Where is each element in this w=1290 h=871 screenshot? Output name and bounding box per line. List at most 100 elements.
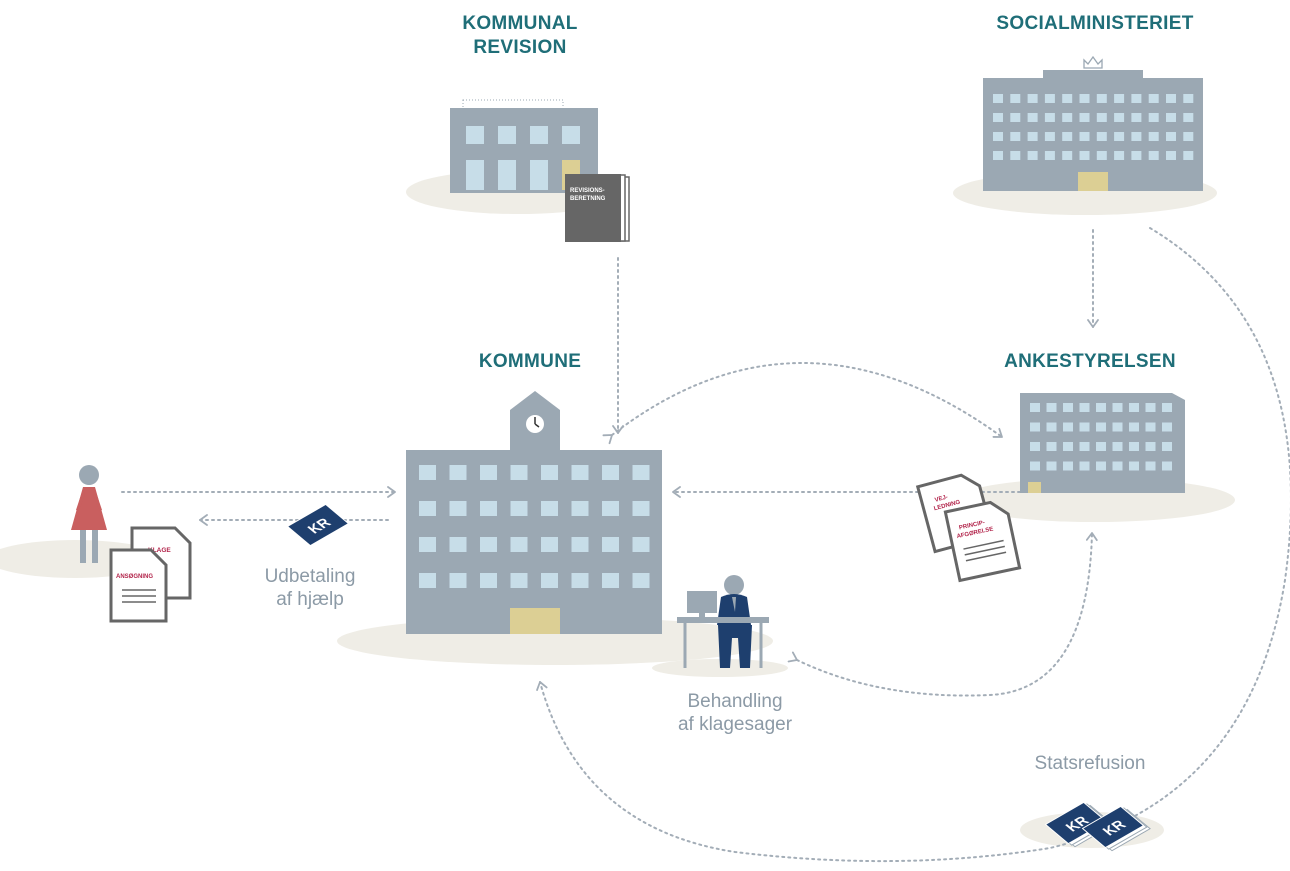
window	[1044, 151, 1055, 160]
building-socialministeriet	[983, 55, 1203, 191]
window	[1079, 442, 1090, 451]
clock-icon	[526, 415, 544, 433]
window	[602, 501, 619, 516]
window	[419, 573, 436, 588]
window	[1062, 113, 1073, 122]
caption-behandling-line1: Behandling	[687, 691, 783, 712]
window	[480, 501, 497, 516]
window	[1112, 461, 1123, 471]
ansogning-document: ANSØGNING	[109, 548, 168, 623]
window	[1010, 94, 1021, 103]
window	[1096, 132, 1107, 141]
window	[1162, 442, 1172, 451]
principafgorelse-document: PRINCIP- AFGØRELSE	[943, 500, 1022, 583]
window	[510, 573, 528, 588]
flow-arrows	[121, 227, 1290, 863]
clerk-figure	[677, 575, 769, 668]
window	[1129, 403, 1139, 412]
window	[1129, 422, 1139, 432]
building-kommune	[406, 391, 662, 634]
window	[1114, 94, 1125, 103]
window	[449, 501, 467, 516]
window	[1166, 94, 1176, 103]
window	[1183, 151, 1194, 160]
window	[632, 573, 650, 588]
window	[602, 465, 619, 480]
window	[1030, 461, 1040, 471]
arrow-kommune-ankestyrelsen	[602, 362, 1003, 445]
window	[1096, 442, 1106, 451]
window	[1096, 403, 1106, 412]
window	[1079, 422, 1090, 432]
window	[541, 501, 558, 516]
window	[1027, 132, 1038, 141]
window	[1148, 151, 1159, 160]
window	[1183, 113, 1194, 122]
principafgorelse-label-1: PRINCIP-	[958, 520, 985, 531]
caption-behandling: Behandling af klagesager	[640, 690, 830, 736]
caption-udbetaling: Udbetaling af hjælp	[230, 565, 390, 611]
window	[1148, 132, 1159, 141]
window	[1044, 113, 1055, 122]
window	[1079, 151, 1090, 160]
window	[1112, 422, 1123, 432]
citizen-woman-figure	[71, 465, 107, 563]
caption-behandling-line2: af klagesager	[677, 714, 793, 735]
revisionsberetning-label-2: BERETNING	[570, 196, 606, 202]
window	[1079, 132, 1090, 141]
caption-udbetaling-line1: Udbetaling	[264, 566, 356, 587]
window	[1166, 113, 1176, 122]
window	[1112, 442, 1123, 451]
window	[510, 501, 528, 516]
window	[1096, 113, 1107, 122]
window	[541, 465, 558, 480]
window	[1114, 113, 1125, 122]
window	[1044, 94, 1055, 103]
window	[571, 465, 589, 480]
window	[993, 94, 1003, 103]
window	[1063, 403, 1073, 412]
window	[1046, 422, 1057, 432]
window	[1131, 94, 1142, 103]
window	[1148, 94, 1159, 103]
klage-label: KLAGE	[148, 547, 171, 554]
window	[632, 501, 650, 516]
window	[1030, 442, 1040, 451]
window	[419, 465, 436, 480]
window	[1046, 442, 1057, 451]
revisionsberetning-document: REVISIONS- BERETNING	[565, 174, 630, 242]
window	[480, 465, 497, 480]
heading-kommunal-revision: KOMMUNAL REVISION	[410, 12, 630, 60]
building-ankestyrelsen	[1020, 393, 1185, 493]
window	[1044, 132, 1055, 141]
window	[419, 537, 436, 552]
window	[1162, 461, 1172, 471]
caption-udbetaling-line2: af hjælp	[276, 589, 344, 610]
window	[993, 132, 1003, 141]
window	[632, 465, 650, 480]
window	[1079, 113, 1090, 122]
money-stack-statsrefusion: KR KR	[1044, 801, 1151, 852]
window	[1112, 403, 1123, 412]
window	[1062, 132, 1073, 141]
window	[993, 151, 1003, 160]
window	[1183, 94, 1194, 103]
window	[1129, 442, 1139, 451]
window	[1131, 151, 1142, 160]
window	[541, 537, 558, 552]
window	[1114, 151, 1125, 160]
window	[1063, 461, 1073, 471]
arrow-clerk-ankestyrelsen	[787, 532, 1098, 697]
window	[1062, 94, 1073, 103]
window	[1145, 403, 1156, 412]
heading-socialministeriet: SOCIALMINISTERIET	[996, 13, 1194, 34]
window	[1046, 403, 1057, 412]
money-icon-udbetaling: KR	[286, 503, 350, 547]
window	[1062, 151, 1073, 160]
window	[1079, 461, 1090, 471]
window	[1046, 461, 1057, 471]
window	[1166, 151, 1176, 160]
crown-icon	[1083, 55, 1103, 69]
window	[1096, 461, 1106, 471]
